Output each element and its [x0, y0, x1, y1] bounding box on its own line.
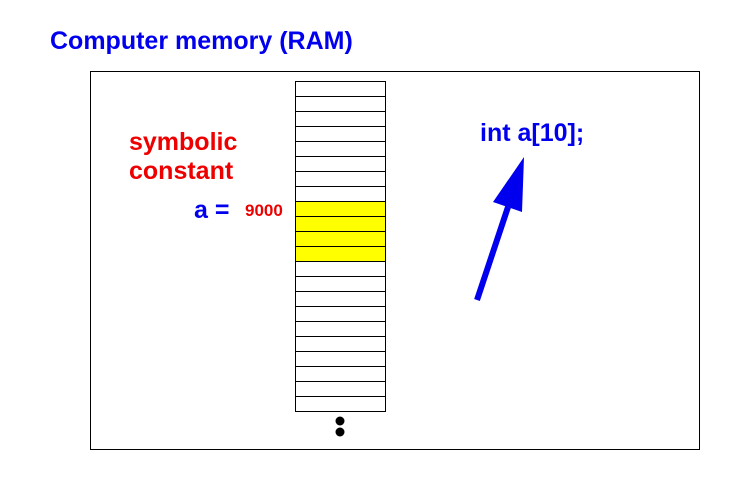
address-value: 9000 — [245, 201, 283, 220]
memory-cell — [295, 366, 386, 381]
symbolic-constant-label-line1: symbolic — [129, 128, 238, 156]
memory-cell — [295, 396, 386, 412]
diagram-frame — [90, 71, 700, 450]
memory-cell-array-element — [295, 246, 386, 261]
page-title: Computer memory (RAM) — [50, 27, 353, 55]
memory-cell-array-element — [295, 216, 386, 231]
memory-cell — [295, 261, 386, 276]
memory-cell — [295, 126, 386, 141]
array-declaration: int a[10]; — [480, 119, 585, 147]
memory-cell — [295, 321, 386, 336]
memory-cell — [295, 81, 386, 96]
memory-cell — [295, 276, 386, 291]
memory-cell — [295, 171, 386, 186]
memory-column — [295, 81, 386, 412]
memory-cell — [295, 291, 386, 306]
memory-cell — [295, 96, 386, 111]
memory-cell-array-element — [295, 231, 386, 246]
array-name-label: a = — [194, 196, 230, 224]
memory-cell — [295, 111, 386, 126]
arrow-icon — [474, 157, 524, 301]
memory-cell — [295, 156, 386, 171]
memory-cell — [295, 186, 386, 201]
symbolic-constant-label-line2: constant — [129, 157, 234, 185]
continuation-dots-icon — [335, 416, 345, 437]
memory-cell — [295, 336, 386, 351]
memory-cell-array-element — [295, 201, 386, 216]
memory-cell — [295, 351, 386, 366]
memory-cell — [295, 306, 386, 321]
memory-cell — [295, 141, 386, 156]
memory-cell — [295, 381, 386, 396]
